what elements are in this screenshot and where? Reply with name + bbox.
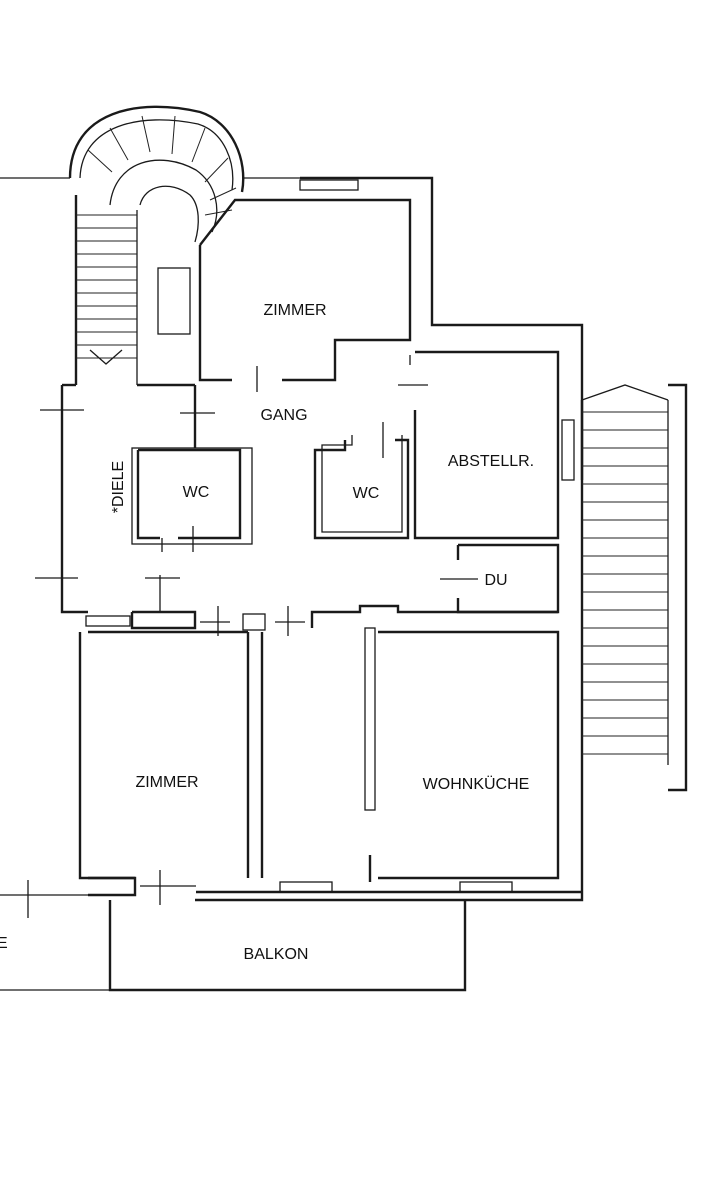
label-gang: GANG [260, 407, 307, 424]
room-wc-right [313, 422, 410, 540]
room-zimmer-bottom [88, 630, 264, 905]
label-balkon: BALKON [244, 946, 309, 963]
room-wc-left [131, 447, 253, 552]
label-zimmer-top: ZIMMER [263, 302, 326, 319]
label-du: DU [484, 572, 507, 589]
label-zimmer-bottom: ZIMMER [135, 774, 198, 791]
exterior-walls [60, 176, 584, 902]
balkon [0, 880, 467, 992]
label-diele: *DIELE [110, 461, 127, 513]
label-abstellraum: ABSTELLR. [448, 453, 534, 470]
corridor-south-wall [35, 575, 558, 636]
room-zimmer-top [157, 198, 412, 392]
room-wohnkueche [279, 627, 560, 893]
room-abstellraum [398, 350, 560, 540]
left-staircase [74, 195, 138, 385]
right-staircase [561, 383, 688, 792]
label-wc-left: WC [183, 484, 210, 501]
label-cut-edge: E [0, 935, 8, 952]
label-wohnkueche: WOHNKÜCHE [423, 775, 530, 793]
gang-walls [40, 383, 215, 448]
label-wc-right: WC [353, 485, 380, 502]
